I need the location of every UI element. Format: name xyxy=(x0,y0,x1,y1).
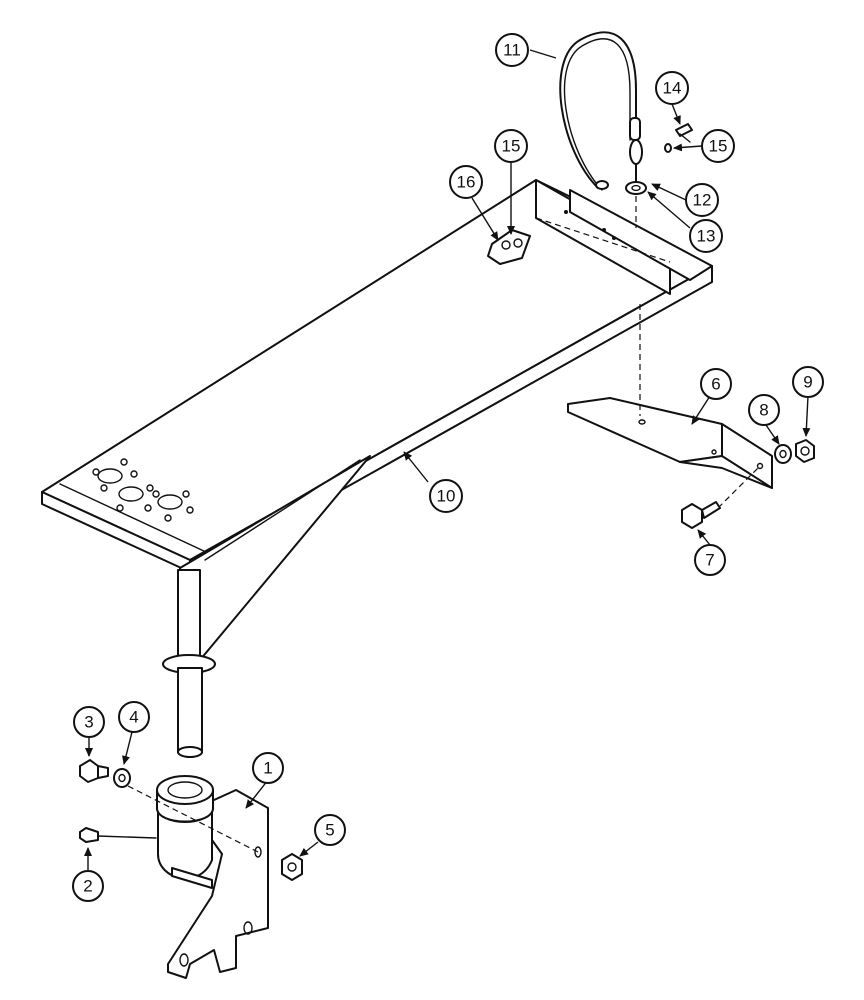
leader-lines xyxy=(84,49,811,870)
pivot-bracket xyxy=(127,775,269,979)
svg-text:16: 16 xyxy=(457,173,476,192)
small-bolt xyxy=(664,123,693,153)
svg-text:7: 7 xyxy=(705,551,714,570)
callout-8: 8 xyxy=(748,394,780,426)
lanyard xyxy=(559,31,643,191)
svg-text:9: 9 xyxy=(803,373,812,392)
svg-text:8: 8 xyxy=(759,401,768,420)
bolt-7 xyxy=(681,501,721,529)
callout-14: 14 xyxy=(655,71,689,105)
svg-text:6: 6 xyxy=(711,375,720,394)
callout-9: 9 xyxy=(792,366,824,398)
callout-16: 16 xyxy=(449,165,483,199)
washer-4 xyxy=(113,768,131,788)
svg-text:2: 2 xyxy=(83,877,92,896)
callout-11: 11 xyxy=(495,33,529,67)
bolt-hole-pattern xyxy=(92,458,194,522)
svg-text:15: 15 xyxy=(709,137,728,156)
svg-text:11: 11 xyxy=(503,41,521,60)
svg-text:3: 3 xyxy=(84,713,93,732)
callout-13: 13 xyxy=(689,219,723,253)
callout-1: 1 xyxy=(252,752,284,784)
callout-2: 2 xyxy=(72,870,104,902)
lock-pin xyxy=(625,163,647,228)
callout-3: 3 xyxy=(73,706,105,738)
grease-fitting xyxy=(79,827,157,843)
svg-text:5: 5 xyxy=(325,821,334,840)
callout-6: 6 xyxy=(700,368,732,400)
nut-5 xyxy=(281,853,303,881)
callout-12: 12 xyxy=(685,183,719,217)
washer-8 xyxy=(774,444,792,464)
bolt-3 xyxy=(79,759,109,783)
svg-text:14: 14 xyxy=(663,79,682,98)
svg-text:4: 4 xyxy=(129,708,138,727)
nut-9 xyxy=(795,439,815,463)
support-arm xyxy=(41,179,713,758)
callout-15-right: 15 xyxy=(701,129,735,163)
callout-7: 7 xyxy=(694,544,726,576)
arm-bracket xyxy=(567,304,773,509)
callout-4: 4 xyxy=(118,701,150,733)
svg-text:15: 15 xyxy=(502,137,521,156)
svg-text:1: 1 xyxy=(263,759,272,778)
svg-text:10: 10 xyxy=(437,487,456,506)
callout-15-left: 15 xyxy=(494,129,528,163)
svg-text:13: 13 xyxy=(697,227,716,246)
callout-5: 5 xyxy=(314,814,346,846)
callout-10: 10 xyxy=(429,479,463,513)
svg-text:12: 12 xyxy=(693,191,712,210)
